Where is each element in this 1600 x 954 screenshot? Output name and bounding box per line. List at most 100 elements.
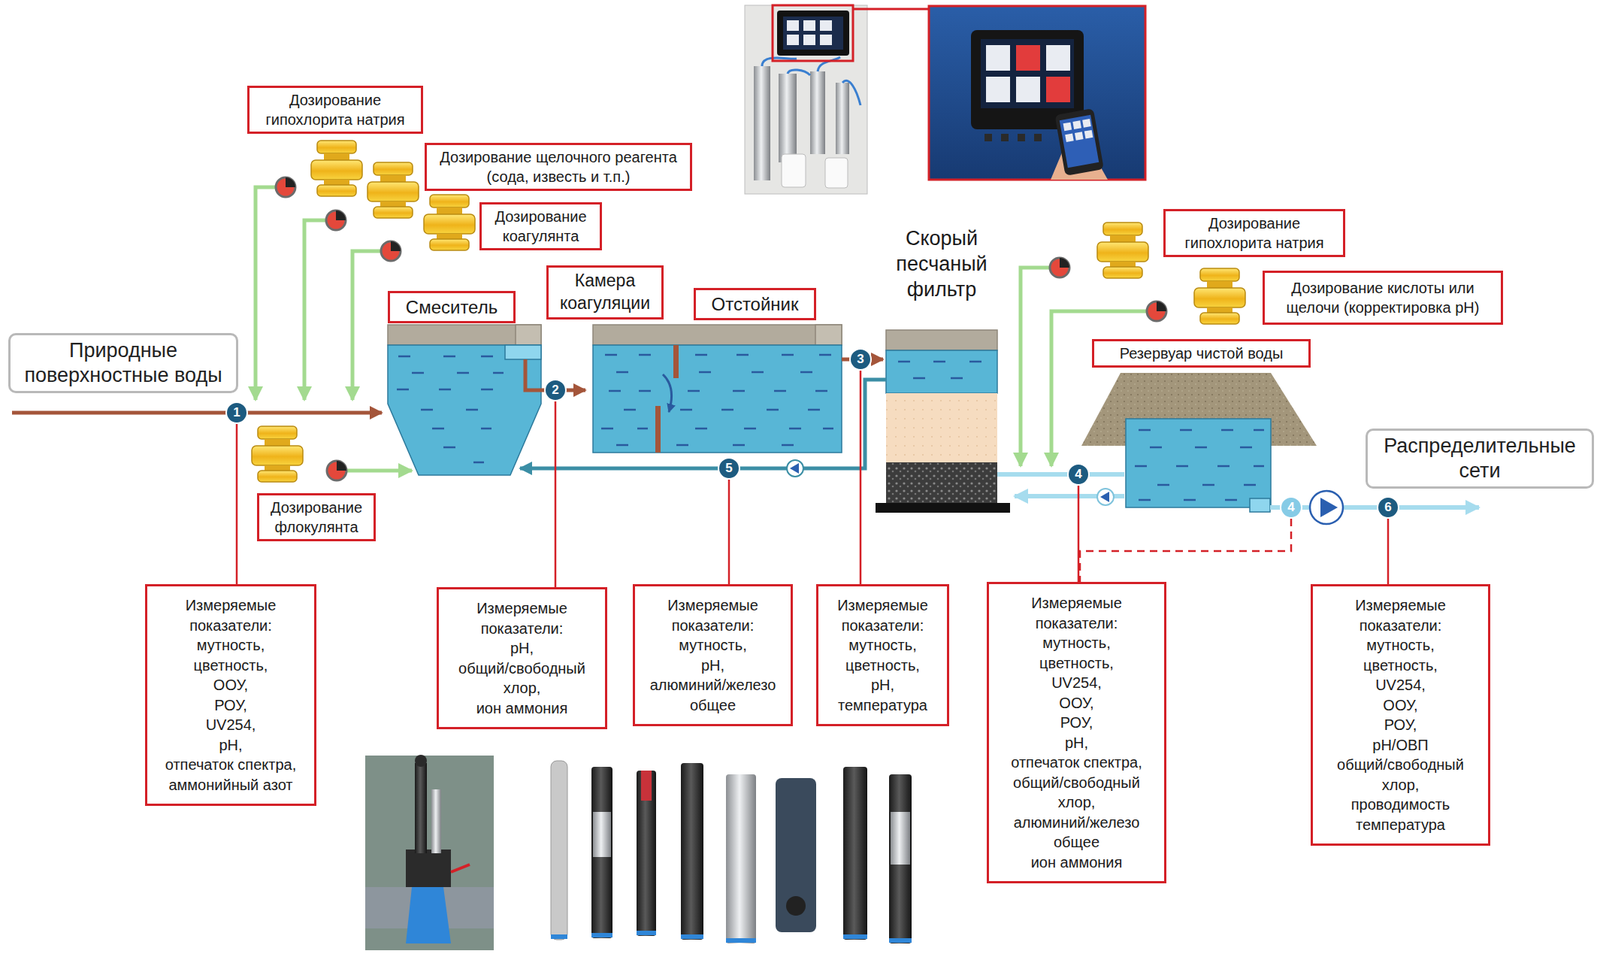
measure-item: цветность, — [1325, 655, 1476, 676]
measurement-box: Измеряемые показатели:мутность,цветность… — [1310, 583, 1491, 846]
screen-tile — [1046, 76, 1071, 103]
leader-line — [728, 479, 731, 584]
measure-item: общий/свободный хлор, — [1001, 772, 1153, 813]
measure-item: отпечаток спектра, — [155, 754, 306, 775]
measure-item: РОУ, — [155, 695, 306, 716]
sensor-tube — [810, 71, 826, 155]
screen-tile — [986, 76, 1011, 103]
sensor-photo — [365, 755, 494, 950]
probe — [641, 770, 652, 801]
dosing-pump — [275, 177, 296, 197]
measure-item: проводимость — [1325, 794, 1476, 815]
box-text: 6 — [1384, 499, 1392, 515]
measure-item: мутность, — [1001, 632, 1153, 654]
measure-item: цветность, — [1001, 653, 1153, 674]
dosing-unit — [423, 194, 475, 251]
measurement-box: Измеряемые показатели:pH,общий/свободный… — [436, 586, 608, 729]
probe — [889, 774, 912, 944]
label-box: Дозирование гипохлорита натрия — [1163, 208, 1346, 258]
dosing-unit — [1194, 268, 1246, 324]
filter-water — [886, 350, 998, 394]
measure-item: общий/свободный хлор, — [1325, 754, 1476, 795]
baffle — [673, 344, 679, 379]
measure-item: pH, — [447, 638, 598, 659]
leader-line — [554, 401, 557, 587]
label-box: Дозирование коагулянта — [479, 202, 602, 251]
mixer-tank — [387, 344, 542, 475]
dosing-line — [352, 251, 382, 400]
probe — [775, 777, 817, 932]
tank-cover — [815, 324, 842, 345]
callout-number: 6 — [1376, 496, 1400, 519]
clean-water-tank — [1125, 418, 1271, 508]
label-box: Дозирование кислоты или щелочи (корректи… — [1262, 270, 1504, 325]
baffle — [655, 405, 661, 453]
box-text: 4 — [1287, 499, 1295, 515]
measure-heading: Измеряемые показатели: — [826, 595, 940, 636]
box-text: Природные поверхностные воды — [18, 338, 229, 388]
callout-number: 4 — [1067, 462, 1090, 486]
dosing-unit — [367, 162, 419, 218]
settler-tank — [592, 344, 842, 453]
label-box: Дозирование гипохлорита натрия — [247, 85, 424, 134]
box-text: Дозирование коагулянта — [487, 206, 594, 246]
measure-item: алюминий/железо общее — [1001, 812, 1153, 853]
pump-symbol — [1100, 491, 1110, 503]
measure-heading: Измеряемые показатели: — [174, 595, 288, 636]
leader-line — [1079, 518, 1292, 582]
probe — [591, 766, 613, 938]
measure-item: цветность, — [155, 655, 306, 676]
measurement-box: Измеряемые показатели:мутность,цветность… — [816, 583, 950, 726]
water-marks — [898, 361, 982, 379]
measure-item: UV254, — [155, 714, 306, 735]
phone-body — [1054, 108, 1104, 176]
box-text: 5 — [725, 460, 732, 475]
measure-item: pH/ОВП — [1325, 734, 1476, 756]
measure-item: температура — [1325, 814, 1476, 835]
bottle — [781, 154, 806, 188]
filter-cover — [886, 329, 998, 351]
filter-gravel — [886, 462, 998, 503]
dosing-unit — [251, 426, 303, 482]
dosing-line — [346, 468, 412, 473]
box-text: Распределительные сети — [1375, 433, 1585, 484]
dosing-line — [1020, 267, 1050, 466]
raw-water-line — [12, 411, 382, 415]
screen-tiles — [786, 20, 832, 46]
callout-number: 4 — [1279, 496, 1303, 519]
measurement-box: Измеряемые показатели:мутность,цветность… — [145, 583, 317, 806]
box-text: Дозирование кислоты или щелочи (корректи… — [1270, 278, 1495, 318]
callout-number: 5 — [717, 456, 741, 480]
leader-line — [859, 370, 863, 584]
pump-symbol — [1309, 490, 1343, 524]
screen-tile — [1046, 45, 1071, 71]
dosing-line — [304, 220, 327, 400]
measure-item: ион аммония — [1001, 852, 1153, 873]
measure-item: мутность, — [824, 635, 941, 656]
tank-cover — [515, 324, 542, 345]
leader-line — [235, 423, 239, 584]
filter-base — [875, 502, 1011, 513]
pump-symbol — [786, 459, 804, 477]
callout-number: 3 — [849, 347, 872, 371]
cable-glands — [984, 133, 1042, 142]
measure-item: отпечаток спектра, — [1001, 752, 1153, 773]
label-box: Смеситель — [387, 290, 516, 324]
phone-tiles — [1063, 118, 1094, 143]
probe-cap — [414, 754, 427, 767]
tank-cover — [387, 324, 542, 345]
measure-item: UV254, — [1325, 674, 1476, 696]
tubing — [762, 57, 861, 106]
measure-item: pH, — [1001, 732, 1153, 754]
measure-item: ООУ, — [1001, 692, 1153, 714]
screen-tile — [986, 45, 1011, 71]
probe — [636, 770, 657, 936]
probe — [680, 762, 704, 940]
dosing-pump — [381, 241, 401, 261]
controller-screen — [980, 39, 1074, 109]
measure-item: ООУ, — [155, 674, 306, 696]
outlet-sump — [1249, 498, 1271, 512]
filtrate-line — [997, 471, 1125, 477]
measure-item: мутность, — [1325, 635, 1476, 656]
measure-item: мутность, — [641, 635, 785, 656]
